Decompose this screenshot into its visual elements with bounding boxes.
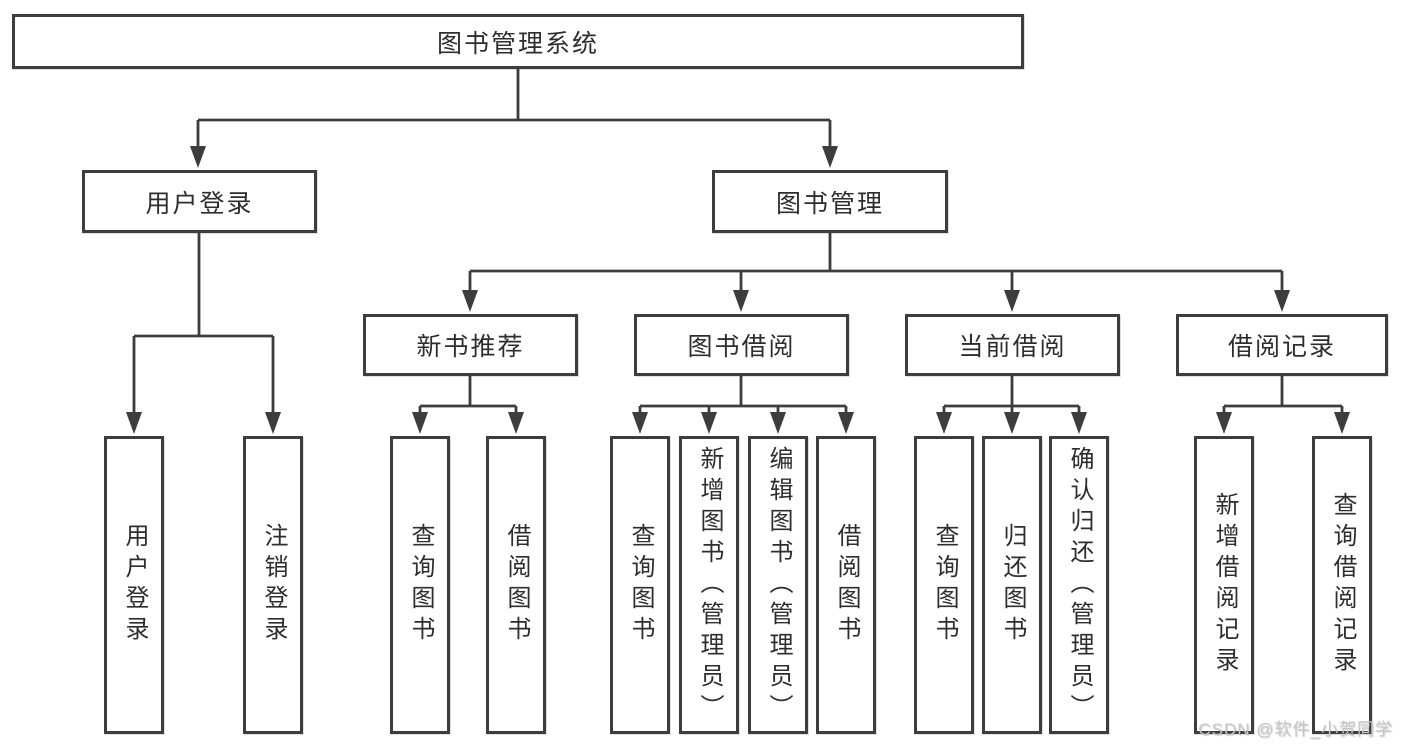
- node-current-borrow: 当前借阅: [905, 314, 1120, 376]
- leaf-query-books-current: 查询图书: [914, 436, 974, 734]
- connector-book-borrow-to-leaves: [638, 376, 848, 414]
- csdn-watermark: CSDN @软件_小贺同学: [1198, 720, 1393, 739]
- connector-borrow-records-to-leaves: [1222, 376, 1344, 414]
- leaf-query-books-recommend: 查询图书: [390, 436, 450, 734]
- connector-book-management-to-level3: [468, 233, 1284, 292]
- node-library-system: 图书管理系统: [12, 14, 1024, 69]
- connector-new-book-to-leaves: [418, 376, 518, 414]
- node-new-book-recommend: 新书推荐: [363, 314, 578, 376]
- node-borrow-records: 借阅记录: [1176, 314, 1388, 376]
- node-book-management: 图书管理: [712, 170, 948, 233]
- leaf-return-book: 归还图书: [982, 436, 1042, 734]
- node-book-borrow: 图书借阅: [634, 314, 849, 376]
- leaf-borrow-books-borrow: 借阅图书: [816, 436, 876, 734]
- leaf-user-login: 用户登录: [104, 436, 164, 734]
- node-user-login: 用户登录: [82, 170, 317, 233]
- leaf-query-books-borrow: 查询图书: [610, 436, 670, 734]
- connector-user-login-to-leaves: [132, 233, 275, 414]
- leaf-query-borrow-record: 查询借阅记录: [1312, 436, 1372, 734]
- leaf-borrow-books-recommend: 借阅图书: [486, 436, 546, 734]
- leaf-confirm-return-admin: 确认归还（管理员）: [1049, 436, 1109, 734]
- connector-current-borrow-to-leaves: [942, 376, 1081, 414]
- connector-root-to-level2: [196, 69, 832, 148]
- arrowheads: [126, 146, 1350, 434]
- leaf-add-borrow-record: 新增借阅记录: [1194, 436, 1254, 734]
- leaf-edit-book-admin: 编辑图书（管理员）: [748, 436, 808, 734]
- leaf-logout: 注销登录: [243, 436, 303, 734]
- leaf-add-book-admin: 新增图书（管理员）: [679, 436, 739, 734]
